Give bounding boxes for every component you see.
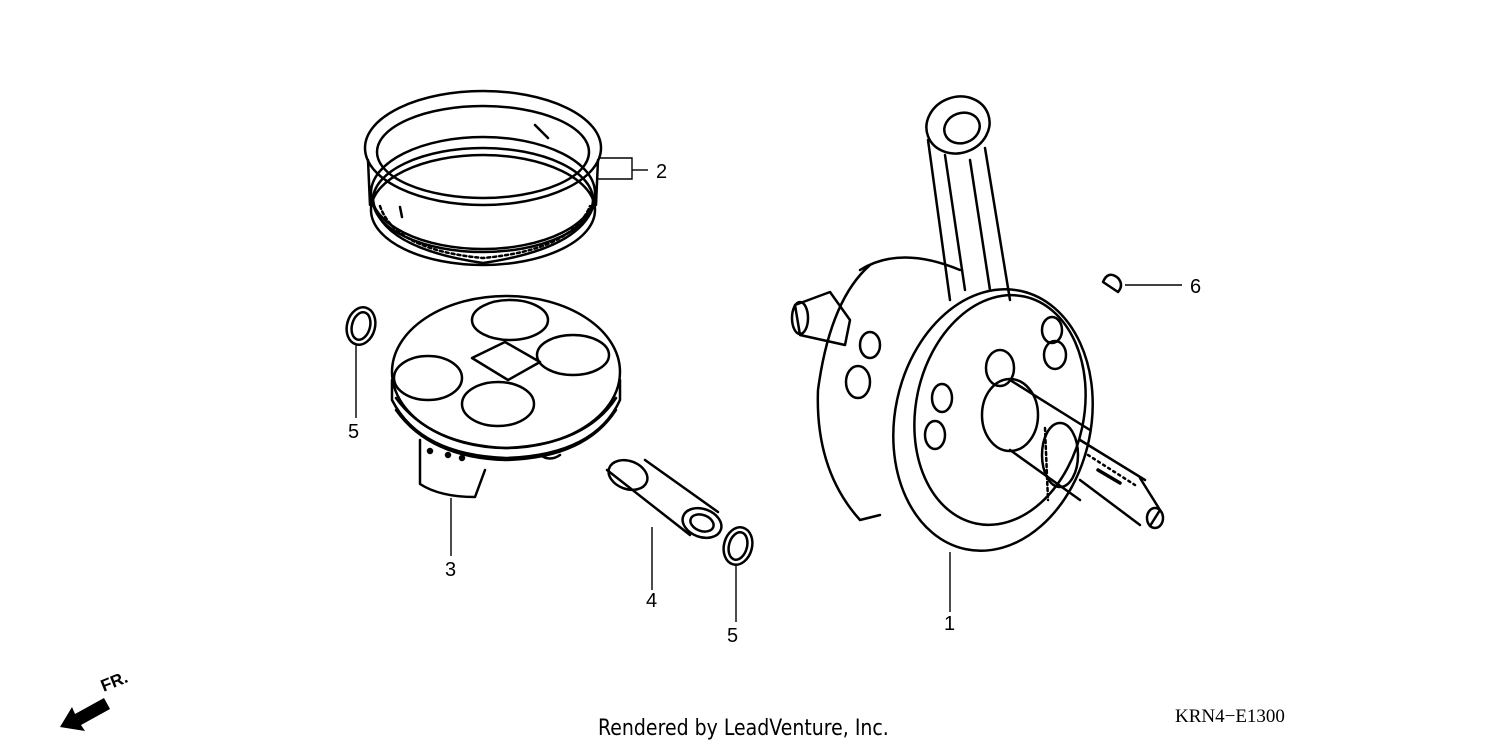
leader-lines — [355, 157, 1182, 622]
diagram-code: KRN4−E1300 — [1175, 706, 1285, 727]
woodruff-key-illustration — [1101, 273, 1123, 294]
crankshaft-illustration — [790, 95, 1165, 552]
piston-pin-illustration — [605, 458, 723, 540]
callout-1-crankshaft: 1 — [944, 613, 956, 635]
clip-right-illustration — [722, 526, 754, 566]
callout-5-clip-left: 5 — [348, 421, 360, 443]
callout-3-piston: 3 — [445, 559, 457, 581]
callout-4-piston-pin: 4 — [646, 590, 658, 612]
piston-illustration — [390, 294, 622, 499]
callout-6-woodruff-key: 6 — [1190, 276, 1202, 298]
callout-2-piston-rings: 2 — [656, 161, 668, 183]
clip-left-illustration — [345, 306, 377, 346]
footer-credit: Rendered by LeadVenture, Inc. — [598, 716, 889, 741]
callout-5-clip-right: 5 — [727, 625, 739, 647]
front-arrow-icon — [60, 698, 110, 731]
piston-rings-illustration — [363, 89, 603, 267]
